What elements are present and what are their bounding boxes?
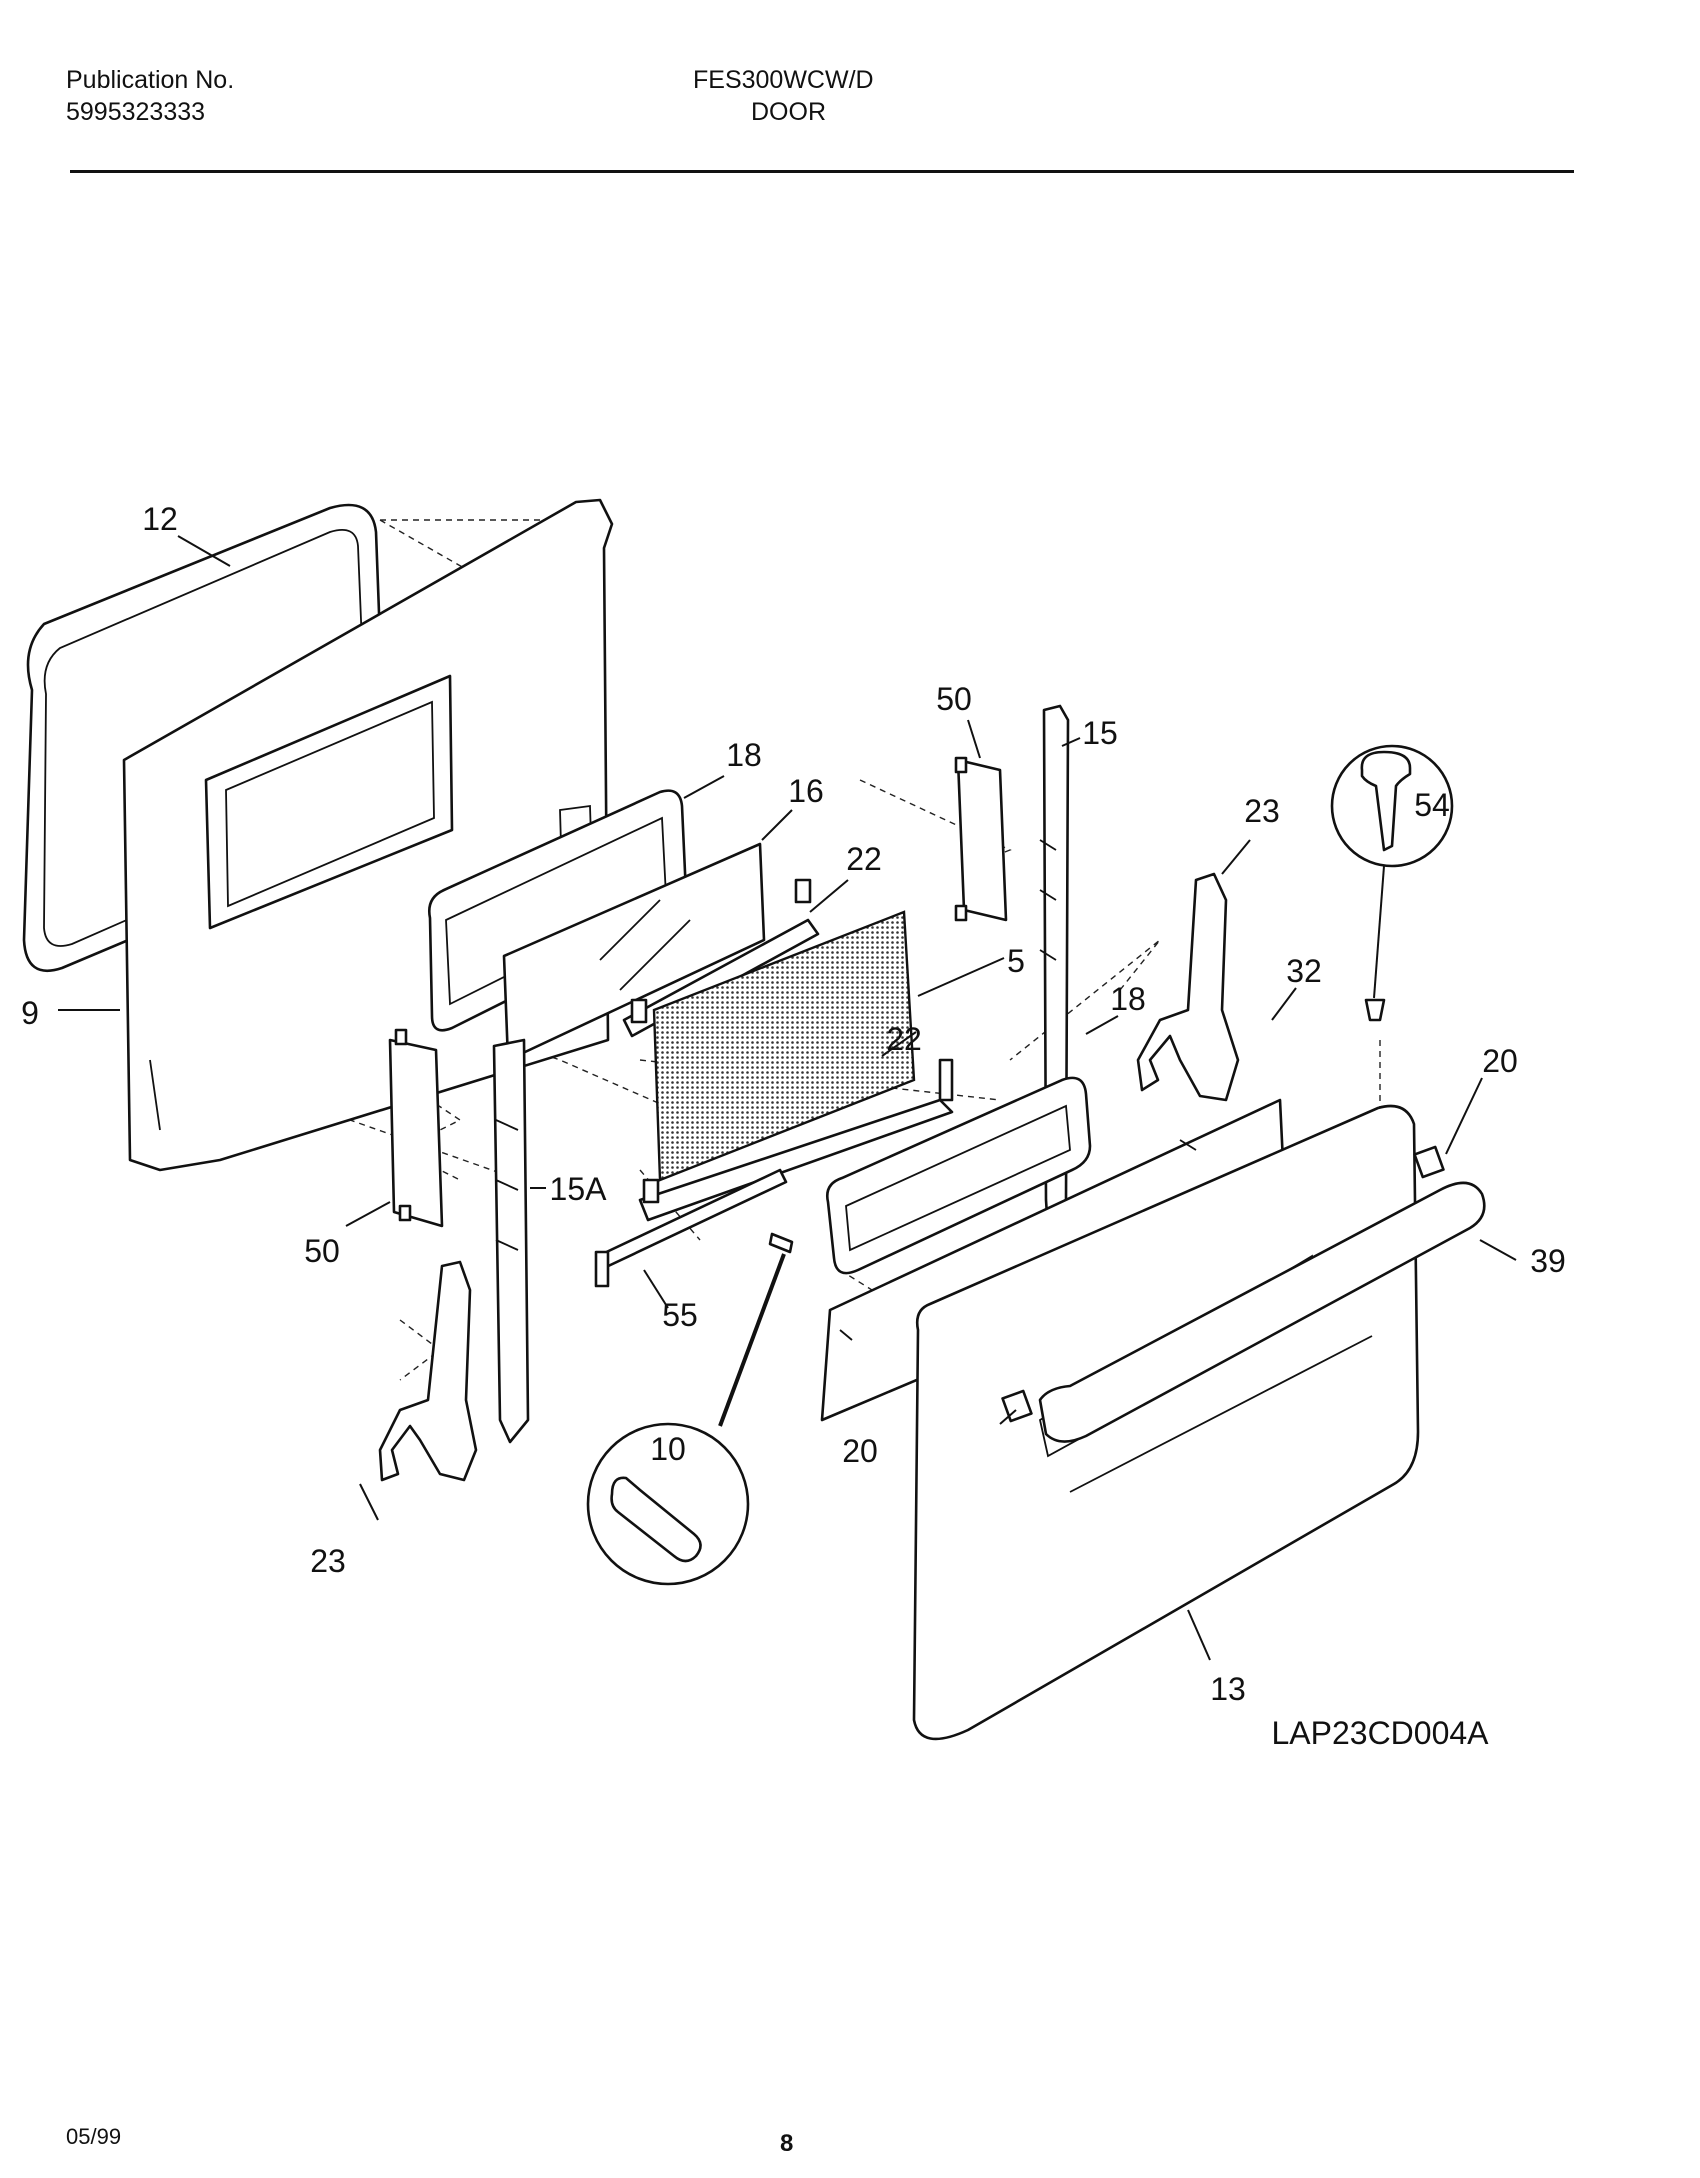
part-18-window-gasket-lower — [826, 1076, 1092, 1275]
part-39-door-handle — [1038, 1181, 1486, 1443]
part-55-rod — [594, 1168, 788, 1288]
part-22-glass-retainer-lower — [638, 1058, 954, 1222]
callout-labels: 12 9 18 16 22 5 50 15 15A 55 23 32 18 22… — [21, 501, 1566, 1751]
callout-13: 13 — [1210, 1671, 1246, 1707]
callout-50-lower: 50 — [304, 1233, 340, 1269]
callout-16: 16 — [788, 773, 824, 809]
part-15a-door-channel — [492, 1038, 530, 1444]
callout-22-upper: 22 — [846, 841, 882, 877]
callout-9: 9 — [21, 995, 39, 1031]
callout-39: 39 — [1530, 1243, 1566, 1279]
footer-date: 05/99 — [66, 2124, 122, 2149]
callout-32: 32 — [1286, 953, 1322, 989]
header-rule — [70, 170, 1574, 173]
callout-50-upper: 50 — [936, 681, 972, 717]
part-23-hinge-left — [378, 1260, 478, 1482]
callout-23-upper: 23 — [1244, 793, 1280, 829]
part-23-hinge-right — [1136, 872, 1240, 1102]
callout-23-lower: 23 — [310, 1543, 346, 1579]
publication-number: 5995323333 — [66, 98, 206, 126]
part-50-bracket-upper — [954, 756, 1008, 922]
part-16-window-glass — [502, 842, 766, 1062]
part-20-handle-bracket-right — [1413, 1145, 1445, 1179]
detail-circle-54 — [1330, 744, 1454, 868]
callout-5: 5 — [1007, 943, 1025, 979]
callout-15: 15 — [1082, 715, 1118, 751]
section-title: DOOR — [751, 98, 826, 126]
screw-small — [768, 998, 1386, 1254]
drawing-code: LAP23CD004A — [1271, 1715, 1489, 1751]
callout-22-lower: 22 — [886, 1021, 922, 1057]
callout-20-lower: 20 — [842, 1433, 878, 1469]
leader-lines — [58, 535, 1517, 1661]
detail-circle-10 — [586, 1422, 750, 1586]
callout-55: 55 — [662, 1297, 698, 1333]
callout-54: 54 — [1414, 787, 1450, 823]
part-5-insulation-panel — [652, 910, 916, 1182]
callout-18-lower: 18 — [1110, 981, 1146, 1017]
callout-15a: 15A — [550, 1171, 608, 1207]
part-20-handle-bracket-left — [1001, 1389, 1033, 1423]
part-50-bracket-lower — [388, 1028, 444, 1228]
publication-label: Publication No. — [66, 66, 235, 94]
callout-20-upper: 20 — [1482, 1043, 1518, 1079]
callout-10: 10 — [650, 1431, 686, 1467]
callout-12: 12 — [142, 501, 178, 537]
model-number: FES300WCW/D — [693, 66, 874, 94]
page-number: 8 — [780, 2130, 794, 2157]
callout-18-upper: 18 — [726, 737, 762, 773]
